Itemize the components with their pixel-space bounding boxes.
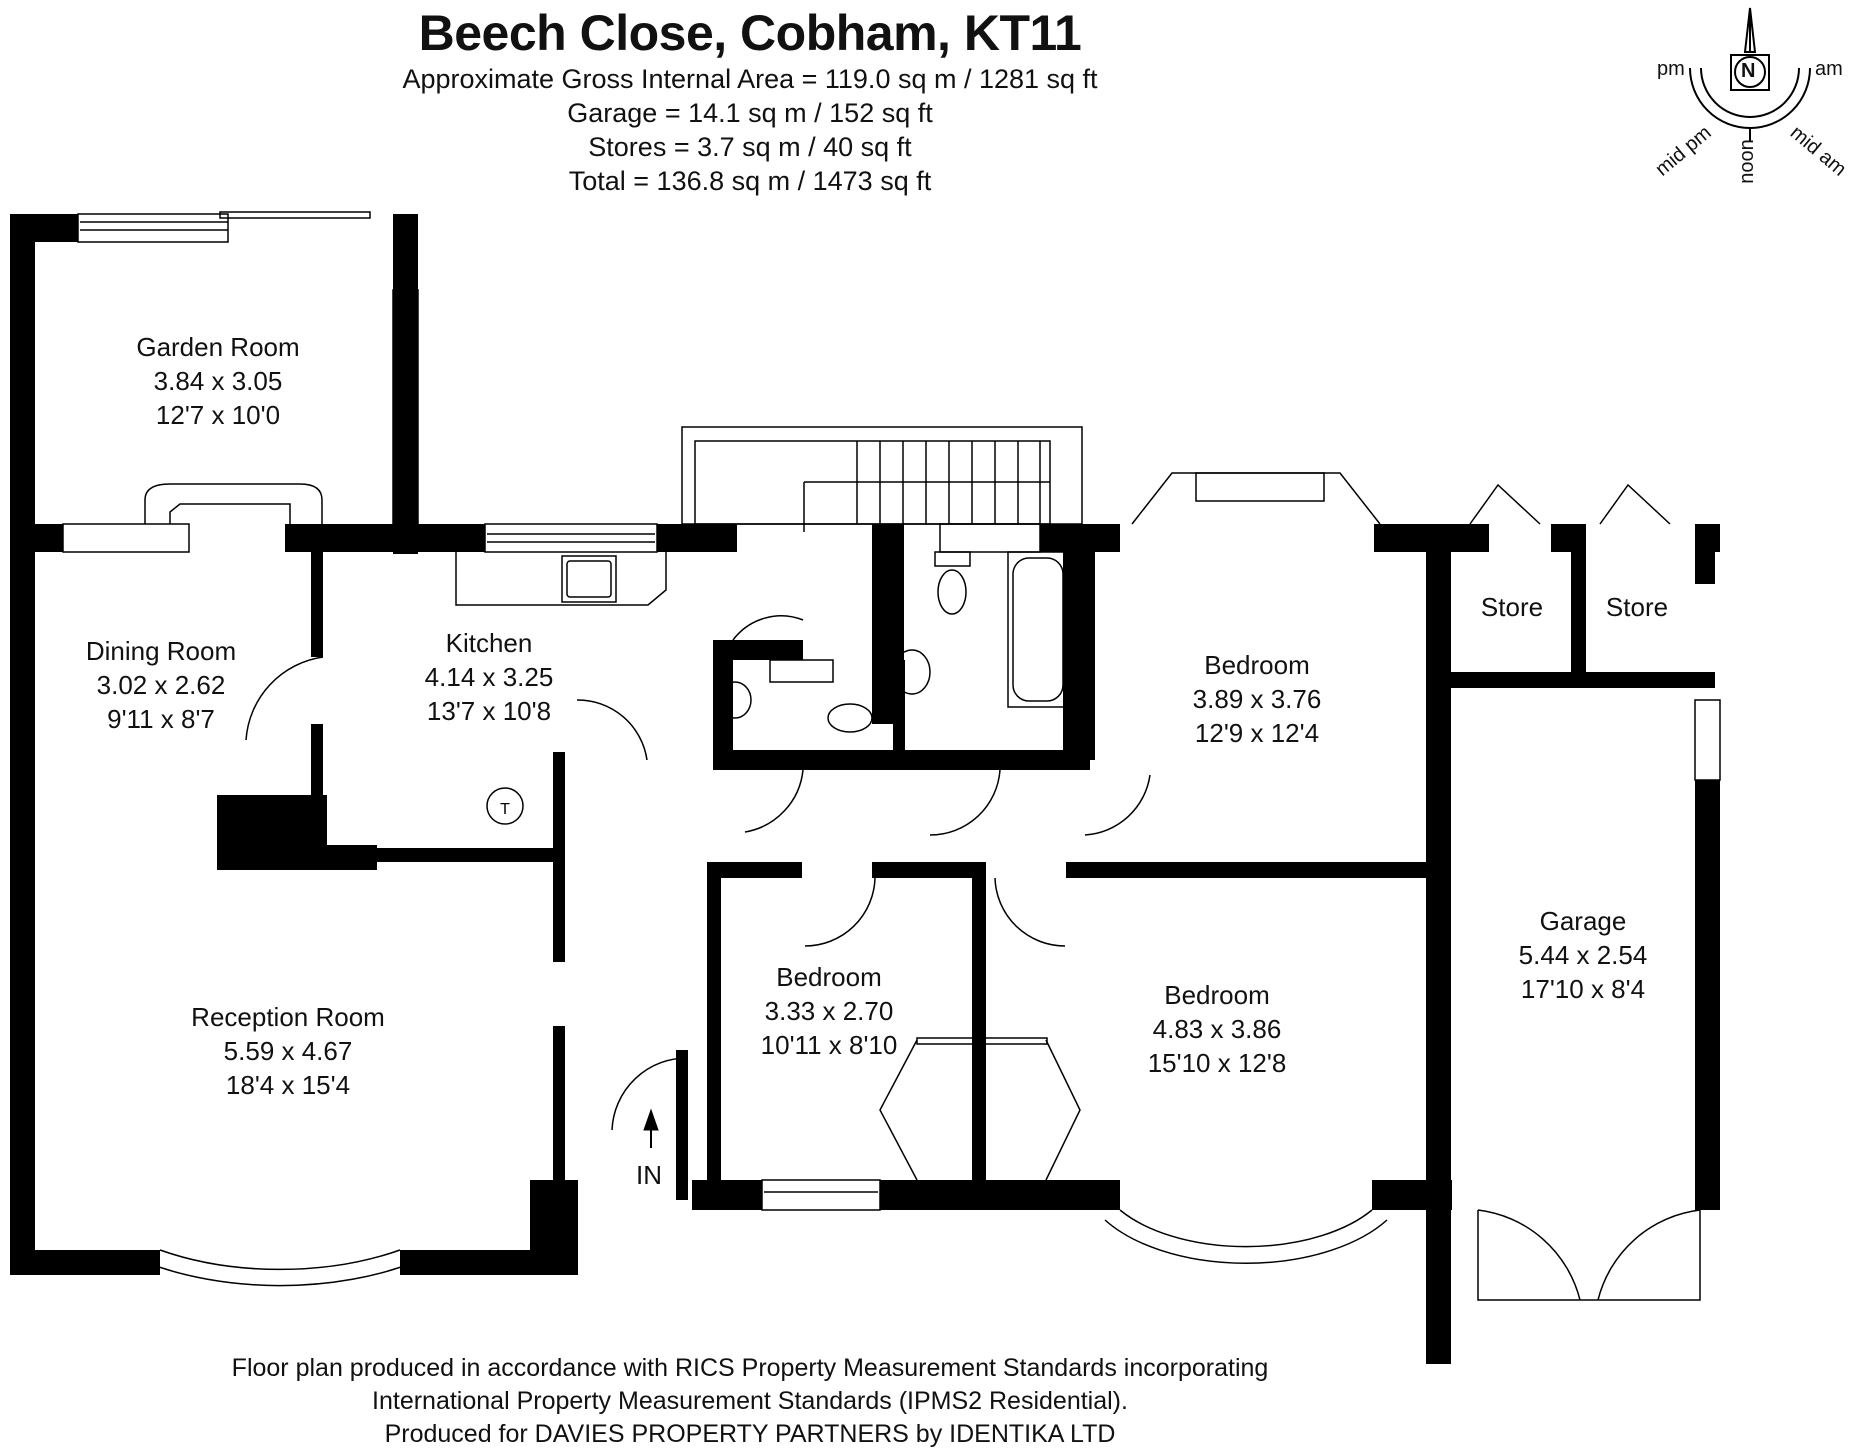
room-imperial: 9'11 x 8'7 (107, 704, 215, 734)
compass-am-label: am (1815, 58, 1843, 80)
room-metric: 4.14 x 3.25 (424, 662, 554, 692)
room-imperial: 18'4 x 15'4 (225, 1070, 351, 1100)
room-name: Dining Room (85, 636, 237, 666)
compass-north-label: N (1741, 60, 1756, 82)
room-garage: Garage 5.44 x 2.54 17'10 x 8'4 (1519, 904, 1648, 1006)
cylinder-label: T (500, 801, 510, 818)
room-metric: 5.44 x 2.54 (1518, 940, 1648, 970)
footer-notes: Floor plan produced in accordance with R… (0, 1352, 1500, 1451)
room-dining-room: Dining Room 3.02 x 2.62 9'11 x 8'7 (86, 634, 236, 736)
room-metric: 3.84 x 3.05 (153, 366, 283, 396)
room-garden-room: Garden Room 3.84 x 3.05 12'7 x 10'0 (136, 330, 299, 432)
room-metric: 3.89 x 3.76 (1192, 684, 1322, 714)
footer-line-3: Produced for DAVIES PROPERTY PARTNERS by… (384, 1420, 1116, 1448)
room-imperial: 10'11 x 8'10 (760, 1030, 898, 1060)
room-metric: 3.33 x 2.70 (764, 996, 894, 1026)
room-bedroom-1: Bedroom 3.89 x 3.76 12'9 x 12'4 (1193, 648, 1322, 750)
room-name: Store (1480, 592, 1544, 622)
room-imperial: 15'10 x 12'8 (1147, 1048, 1287, 1078)
area-total: Total = 136.8 sq m / 1473 sq ft (568, 166, 932, 196)
room-imperial: 12'7 x 10'0 (155, 400, 281, 430)
room-reception-room: Reception Room 5.59 x 4.67 18'4 x 15'4 (191, 1000, 385, 1102)
room-name: Bedroom (1164, 980, 1270, 1010)
room-name: Kitchen (445, 628, 533, 658)
room-name: Bedroom (776, 962, 882, 992)
footer-line-2: International Property Measurement Stand… (372, 1387, 1128, 1415)
plan-title: Beech Close, Cobham, KT11 (418, 5, 1082, 61)
room-bedroom-2: Bedroom 3.33 x 2.70 10'11 x 8'10 (761, 960, 898, 1062)
room-metric: 4.83 x 3.86 (1152, 1014, 1282, 1044)
room-store-2: Store (1606, 590, 1668, 624)
room-kitchen: Kitchen 4.14 x 3.25 13'7 x 10'8 (425, 626, 554, 728)
room-name: Garden Room (136, 332, 300, 362)
room-imperial: 17'10 x 8'4 (1520, 974, 1646, 1004)
room-name: Store (1605, 592, 1669, 622)
room-name: Reception Room (191, 1002, 385, 1032)
area-gross-internal: Approximate Gross Internal Area = 119.0 … (402, 64, 1098, 94)
room-store-1: Store (1481, 590, 1543, 624)
area-garage: Garage = 14.1 sq m / 152 sq ft (567, 98, 933, 128)
room-imperial: 12'9 x 12'4 (1194, 718, 1320, 748)
room-imperial: 13'7 x 10'8 (426, 696, 552, 726)
compass-rose-icon: N pm am mid pm noon mid am (1645, 0, 1856, 200)
room-metric: 5.59 x 4.67 (223, 1036, 353, 1066)
footer-line-1: Floor plan produced in accordance with R… (231, 1354, 1269, 1382)
room-metric: 3.02 x 2.62 (96, 670, 226, 700)
area-stores: Stores = 3.7 sq m / 40 sq ft (588, 132, 912, 162)
room-name: Bedroom (1204, 650, 1310, 680)
compass-pm-label: pm (1657, 58, 1685, 80)
room-bedroom-3: Bedroom 4.83 x 3.86 15'10 x 12'8 (1148, 978, 1287, 1080)
room-name: Garage (1539, 906, 1627, 936)
entrance-label: IN (636, 1160, 662, 1190)
